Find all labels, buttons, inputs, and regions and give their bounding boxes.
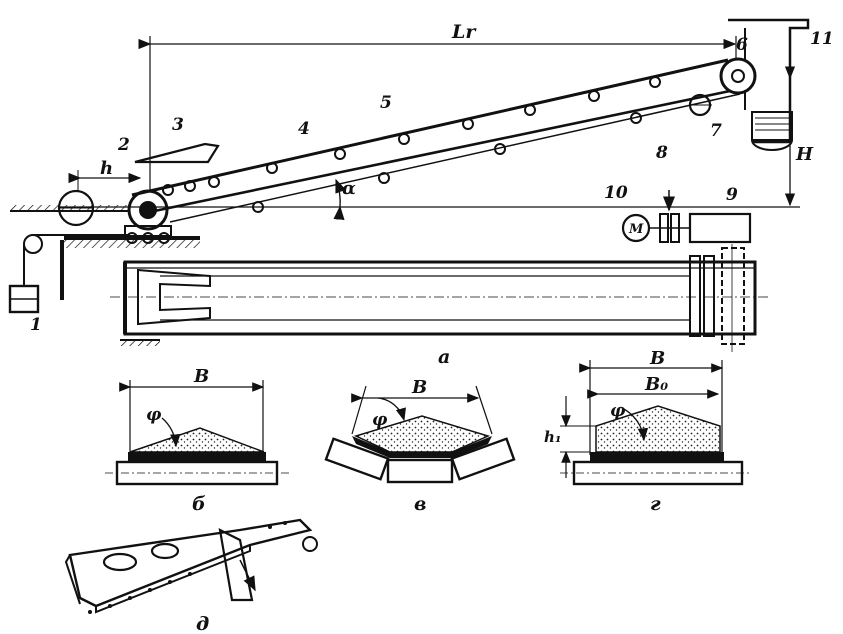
belt-g [590, 452, 724, 462]
h-small-label: h [100, 158, 113, 179]
section-b [105, 380, 290, 486]
phi-label-v: φ [372, 410, 388, 430]
caption-b: б [192, 493, 206, 515]
section-g [560, 360, 752, 486]
label-7: 7 [710, 121, 722, 141]
idler-v-left [324, 437, 390, 481]
caption-a: а [438, 346, 450, 368]
side-view [8, 18, 810, 314]
label-9: 9 [726, 185, 738, 205]
b-label-v: B [411, 377, 427, 398]
tail-frame-plan [137, 268, 211, 326]
perspective-view [64, 518, 318, 614]
tension-pulley [23, 234, 43, 254]
upper-idlers [162, 76, 661, 196]
belt-upper [131, 58, 729, 197]
coupling [659, 213, 669, 243]
h-big-label: H [795, 144, 814, 165]
chute-perspective [218, 528, 254, 602]
belt-lower [139, 89, 731, 216]
label-1: 1 [30, 315, 42, 335]
b-label-b: B [193, 366, 209, 387]
view-captions: а б в г д [192, 346, 661, 634]
plan-view [110, 244, 770, 352]
plan-frame [123, 260, 757, 336]
lower-idlers [252, 112, 642, 213]
phi-label-b: φ [146, 405, 162, 425]
belt-b [128, 452, 266, 462]
load-g [595, 405, 721, 453]
phi-label-g: φ [610, 401, 626, 421]
number-labels: 1 2 3 4 5 6 7 8 9 10 11 M [30, 29, 834, 335]
discharge-hood [728, 18, 810, 144]
gearbox [688, 212, 752, 244]
b0-label: B₀ [644, 374, 668, 395]
caption-v: в [414, 493, 426, 515]
lr-label: Lr [451, 21, 477, 43]
label-2: 2 [117, 135, 130, 155]
caption-g: г [650, 493, 661, 515]
idler-v-center [386, 458, 454, 484]
label-11: 11 [810, 29, 834, 49]
load-b [129, 427, 265, 453]
alpha-arc [333, 178, 346, 221]
caption-d: д [196, 613, 209, 634]
alpha-label: α [342, 178, 356, 199]
head-drum [719, 57, 757, 95]
label-10: 10 [604, 183, 628, 203]
tail-drum-travel [57, 189, 95, 227]
label-5: 5 [380, 93, 392, 113]
idler-v-right [450, 437, 516, 481]
section-v [324, 385, 516, 484]
load-v [353, 415, 491, 453]
belt-perspective [68, 518, 313, 608]
label-4: 4 [298, 119, 310, 139]
b-label-g: B [649, 348, 665, 369]
belt-v [352, 436, 492, 458]
h1-label: h₁ [544, 428, 561, 446]
label-6: 6 [736, 35, 748, 55]
label-3: 3 [172, 115, 184, 135]
label-8: 8 [655, 143, 668, 163]
loading-chute [134, 142, 220, 164]
motor-label: M [628, 222, 644, 237]
dimension-labels: Lr h H α B B B B₀ h₁ φ φ φ [100, 21, 814, 446]
